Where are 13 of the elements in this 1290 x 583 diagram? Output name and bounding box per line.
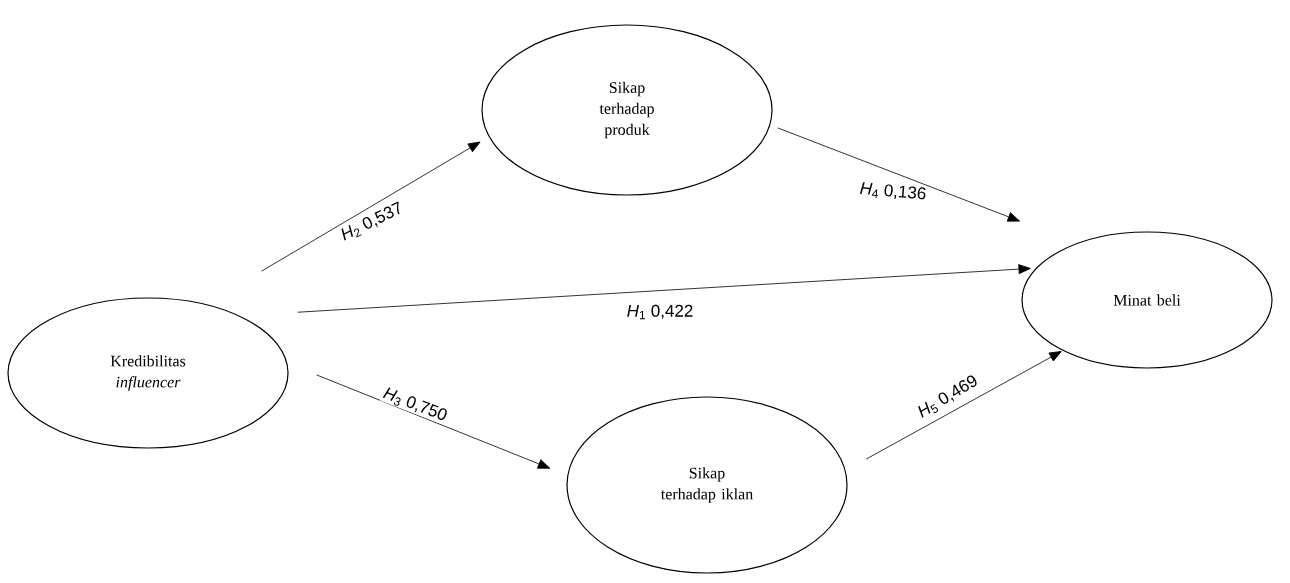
arrow: [261, 141, 481, 272]
arrow: [865, 351, 1062, 460]
arrow: [777, 127, 1020, 222]
edge-label: H$_{2}$ 0,537: [337, 199, 407, 245]
edge-label: H$_{4}$ 0,136: [858, 180, 928, 204]
ellipse-node: Kredibilitas influencer: [7, 297, 289, 449]
edge-label: H$_{1}$ 0,422: [625, 303, 695, 321]
arrow: [297, 264, 1031, 313]
ellipse-node: Sikap terhadap produk: [481, 24, 773, 196]
ellipse-node: Minat beli: [1021, 231, 1273, 369]
edge-label: H$_{3}$ 0,750: [380, 384, 451, 426]
ellipse-node: Sikap terhadap iklan: [566, 396, 848, 574]
arrow: [316, 374, 551, 469]
